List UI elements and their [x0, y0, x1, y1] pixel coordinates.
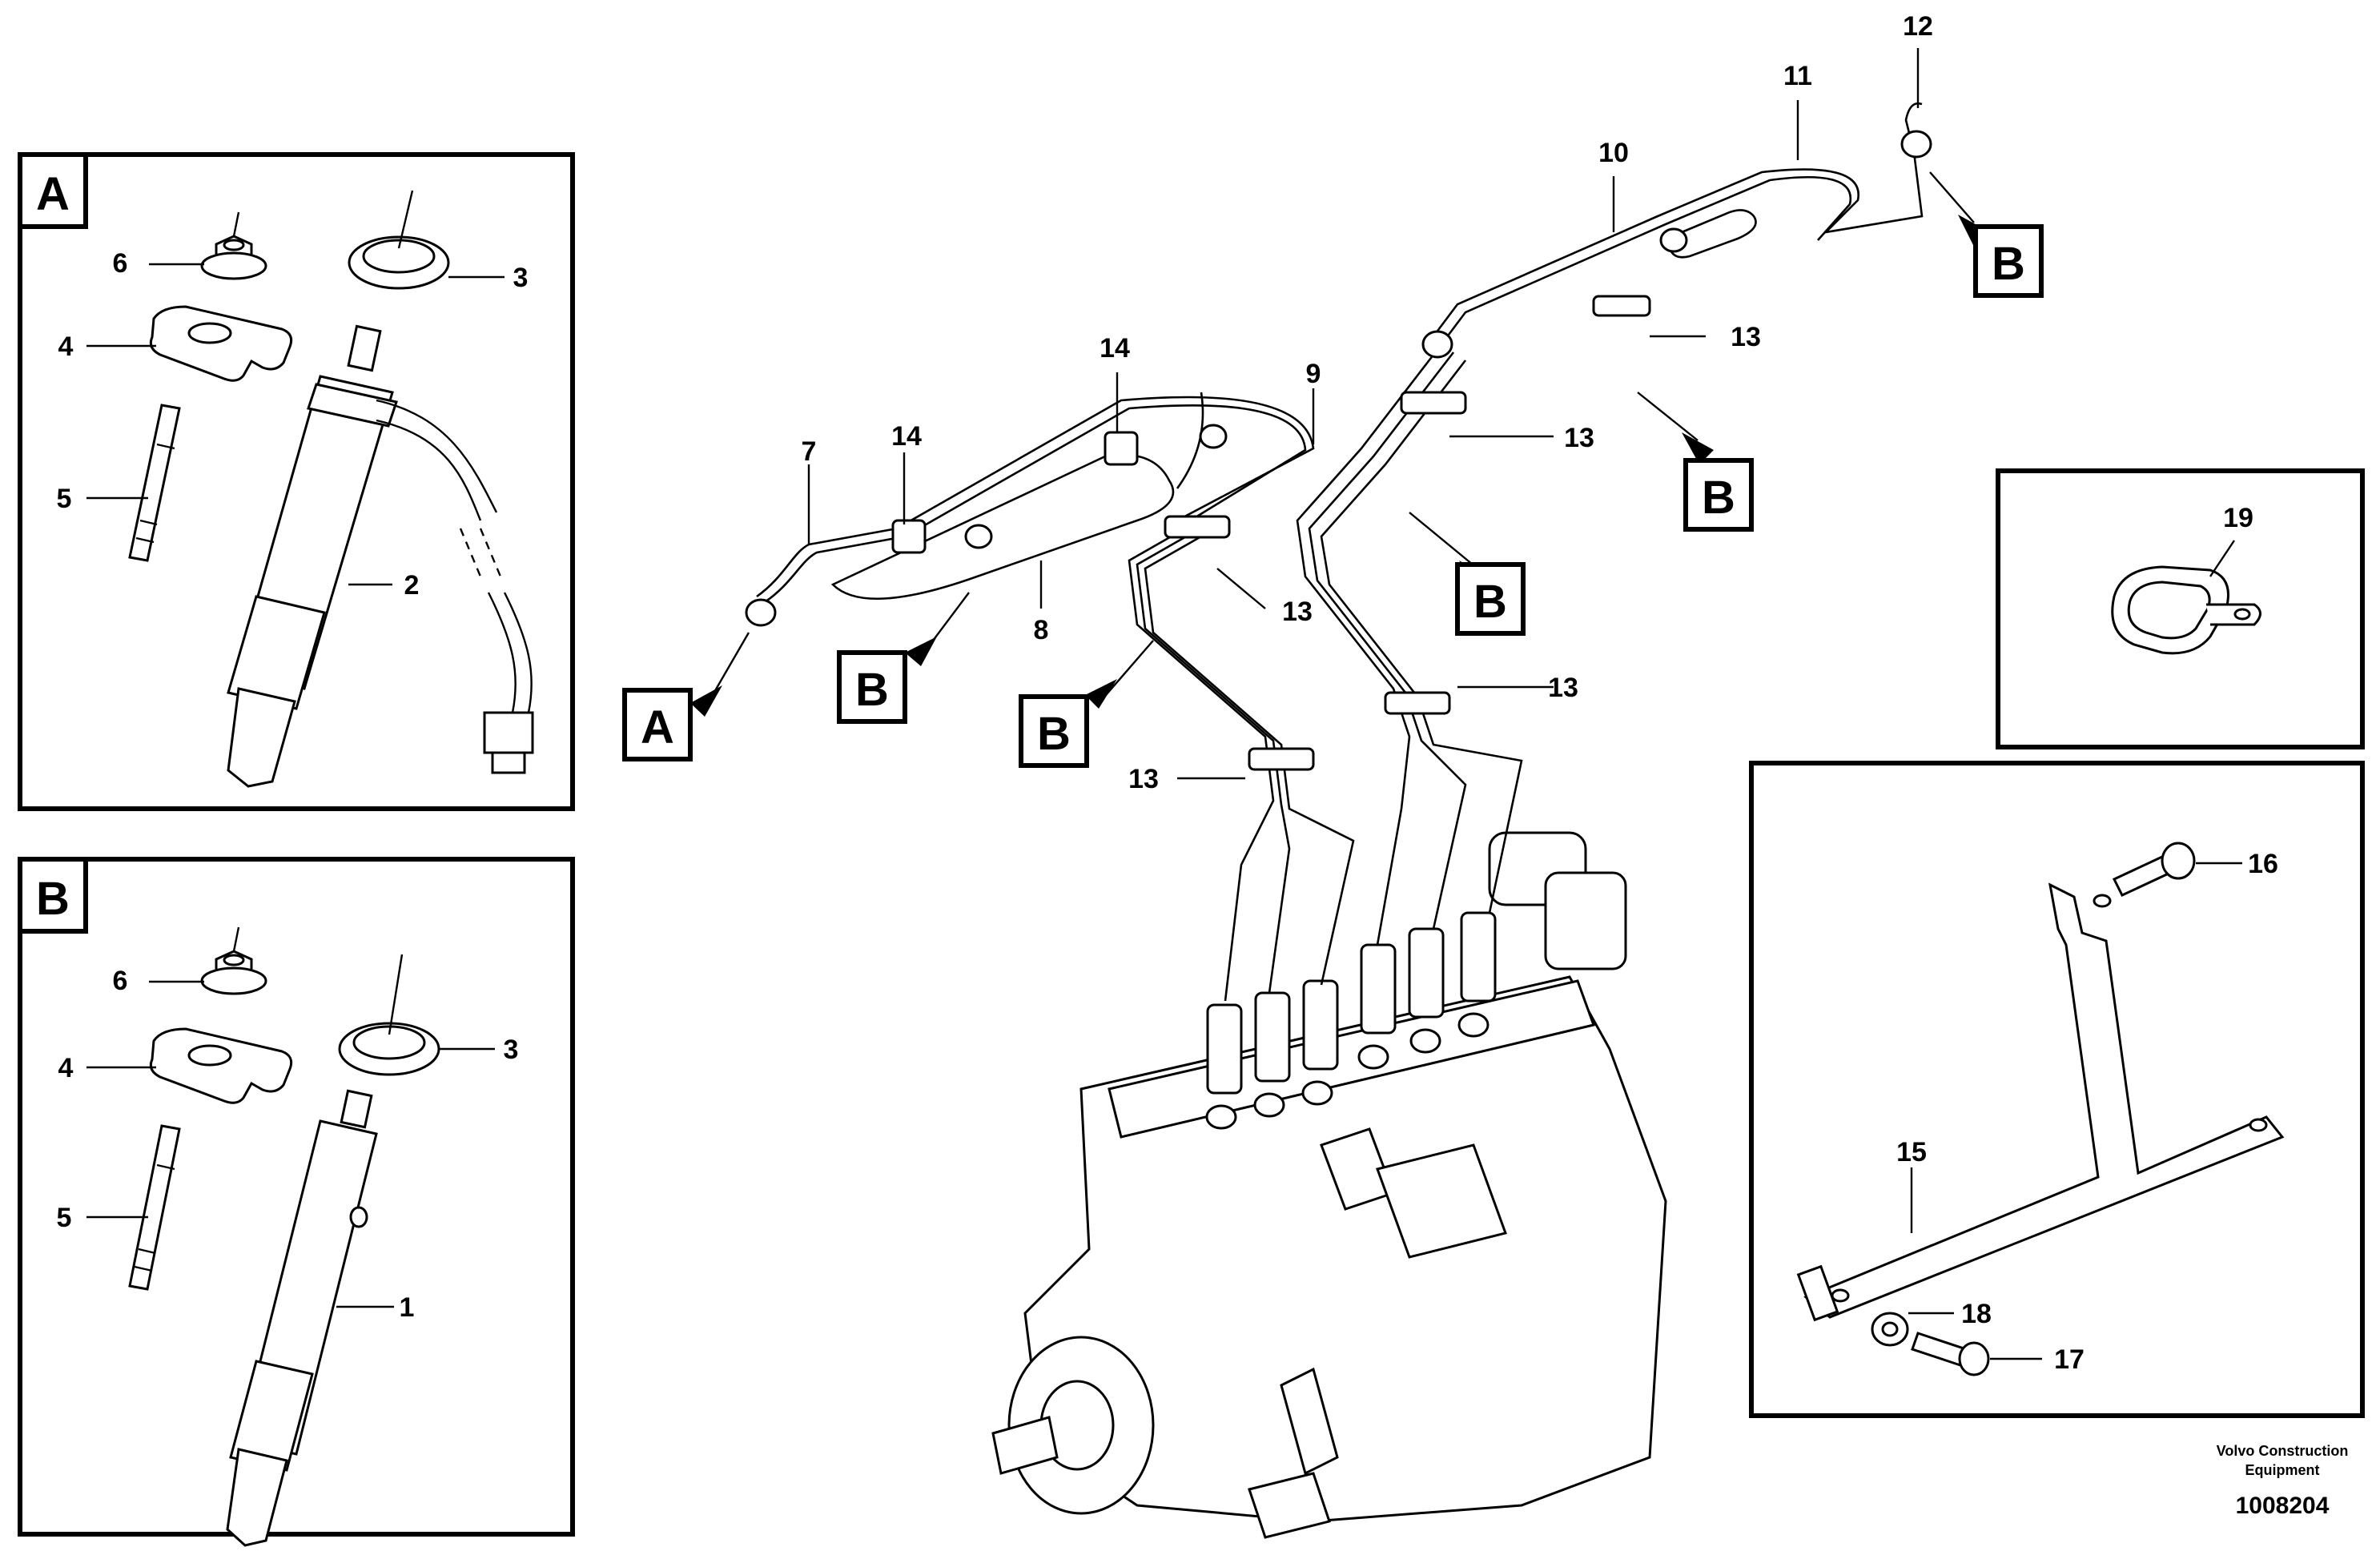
label-9: 9: [1306, 359, 1321, 389]
label-14-left: 14: [891, 421, 922, 452]
callout-box-b-4: B: [1683, 458, 1754, 532]
main-leader-lines: [807, 48, 1920, 780]
callout-box-b-5: B: [1973, 224, 2044, 298]
stud-5-b: [128, 1124, 181, 1291]
callout-b4-text: B: [1702, 472, 1735, 524]
label-3-a: 3: [513, 263, 529, 293]
label-11: 11: [1783, 61, 1812, 91]
bracket-15: [1796, 882, 2285, 1322]
inset-19-frame: [1996, 468, 2365, 749]
callout-b2-text: B: [1037, 708, 1071, 760]
callout-box-b-2: B: [1019, 694, 1089, 768]
callout-a-text: A: [641, 701, 674, 753]
footer-brand: Volvo Construction Equipment 1008204: [2217, 1443, 2349, 1519]
label-12: 12: [1903, 11, 1933, 42]
label-15: 15: [1896, 1137, 1927, 1167]
brand-line-1: Volvo Construction: [2217, 1443, 2349, 1459]
injector-1: [226, 1089, 378, 1547]
union-nut-b: [1900, 130, 1932, 159]
brand-line-2: Equipment: [2245, 1462, 2320, 1478]
callout-box-b-3: B: [1455, 562, 1526, 636]
clamp-13-upper: [1592, 295, 1651, 317]
clamp-14-right: [1104, 431, 1139, 466]
label-4-b: 4: [58, 1053, 74, 1083]
clamp-14-left: [891, 519, 927, 554]
inset-a-letter: A: [36, 168, 70, 220]
clamp-4-b: [149, 1027, 293, 1104]
inset-bracket-frame: [1749, 761, 2365, 1418]
inset-19-panel: 19: [1996, 468, 2365, 749]
seal-ring-3-a: [348, 235, 450, 290]
callout-box-b-1: B: [837, 650, 907, 724]
label-4-a: 4: [58, 331, 74, 362]
nut-6-b: [200, 950, 267, 995]
document-number: 1008204: [2236, 1493, 2330, 1519]
label-13-mid-left: 13: [1282, 597, 1313, 627]
seal-ring-3-b: [338, 1022, 440, 1076]
label-10: 10: [1598, 138, 1629, 168]
label-18: 18: [1961, 1299, 1992, 1329]
label-5-a: 5: [57, 484, 72, 514]
label-13-lower-left: 13: [1128, 764, 1159, 794]
pipe-clamp-19: [2111, 565, 2261, 655]
nut-6-a: [200, 235, 267, 280]
stud-5-a: [128, 404, 181, 562]
union-nut-a: [745, 598, 777, 627]
label-3-b: 3: [504, 1035, 519, 1065]
label-1: 1: [400, 1292, 415, 1323]
callout-b1-text: B: [855, 664, 889, 716]
label-13-lower-right: 13: [1548, 673, 1578, 703]
callout-box-a: A: [622, 688, 693, 761]
clamp-13-mid-left: [1164, 515, 1231, 539]
label-19: 19: [2223, 503, 2253, 533]
clamp-13-lower-right: [1384, 691, 1451, 715]
inset-b-tag: [18, 857, 88, 934]
inset-bracket-panel: 16 15 18 17: [1749, 761, 2365, 1418]
inset-a-panel: A: [18, 152, 575, 811]
label-14-right: 14: [1100, 333, 1130, 364]
label-2: 2: [404, 570, 420, 601]
injector-2: [227, 324, 534, 788]
label-5-b: 5: [57, 1203, 72, 1233]
label-17: 17: [2054, 1344, 2085, 1375]
clamp-13-mid-right: [1400, 391, 1467, 415]
label-7: 7: [802, 436, 817, 467]
inset-a-frame: [18, 152, 575, 811]
inset-b-letter: B: [36, 873, 70, 925]
inset-b-frame: [18, 857, 575, 1537]
clamp-4-a: [149, 305, 293, 382]
label-6-b: 6: [113, 966, 128, 996]
label-6-a: 6: [113, 248, 128, 279]
callout-b5-text: B: [1992, 238, 2025, 290]
injection-pump: [991, 831, 1667, 1539]
clamp-13-lower-left: [1248, 747, 1315, 771]
label-8: 8: [1034, 615, 1049, 645]
label-13-upper: 13: [1731, 322, 1761, 352]
label-13-mid-right: 13: [1564, 423, 1594, 453]
label-16: 16: [2248, 849, 2278, 879]
washer-18: [1871, 1312, 1909, 1347]
fuel-pipe-set: [745, 102, 1932, 1002]
callout-b3-text: B: [1473, 576, 1507, 628]
inset-a-tag: [18, 152, 88, 229]
inset-b-panel: B: [18, 857, 575, 1547]
callout-arrows: [690, 171, 1990, 717]
bolt-17: [1911, 1332, 1990, 1376]
bolt-16: [2112, 842, 2196, 897]
